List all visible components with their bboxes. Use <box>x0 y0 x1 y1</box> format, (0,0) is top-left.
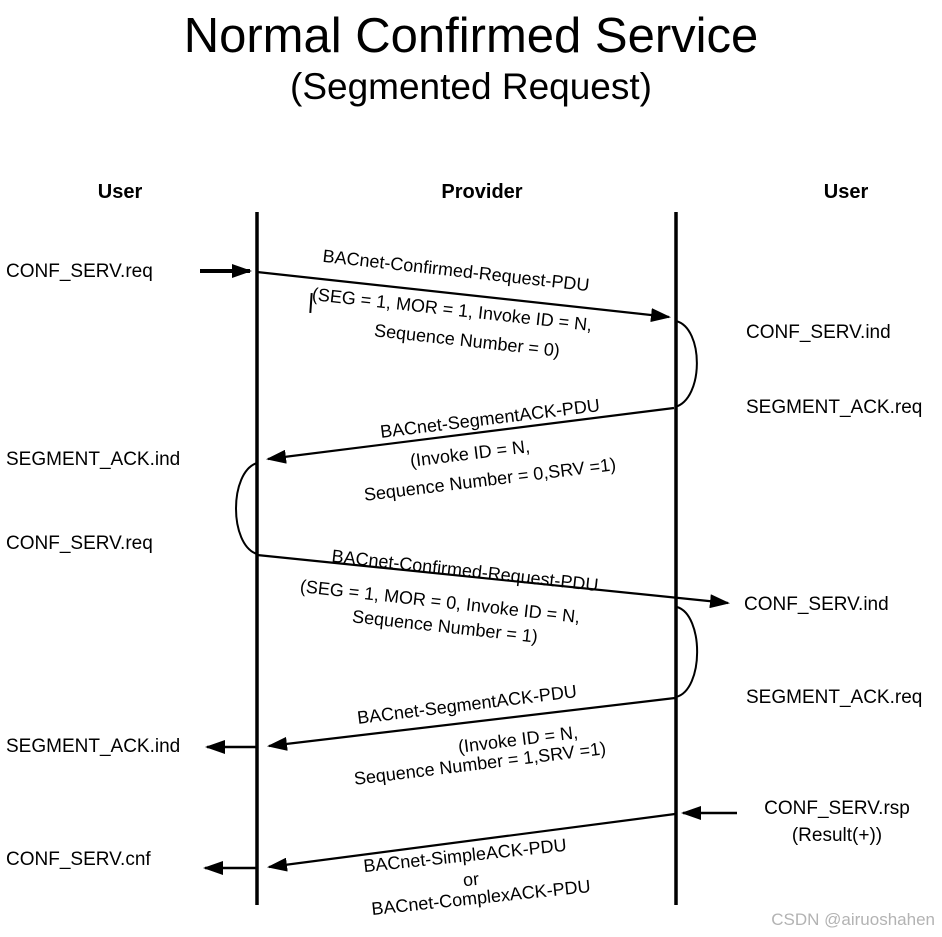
turnaround-loop-right-1 <box>674 320 698 408</box>
arrow-confirmed-request-2 <box>256 553 730 609</box>
column-header-provider: Provider <box>441 181 523 203</box>
arrow-simple-ack <box>267 812 676 872</box>
right-event-conf-serv-rsp: CONF_SERV.rsp <box>764 798 910 819</box>
watermark-text: CSDN @airuoshahen <box>771 910 935 929</box>
column-header-user-right: User <box>823 181 869 203</box>
arrow-confirmed-request-1 <box>256 270 671 323</box>
right-event-segment-ack-req-2: SEGMENT_ACK.req <box>746 687 923 708</box>
left-event-segment-ack-ind-1: SEGMENT_ACK.ind <box>6 449 181 470</box>
arrow-segment-ack-1 <box>266 406 675 464</box>
turnaround-loop-right-2 <box>675 606 699 698</box>
page-title: Normal Confirmed Service <box>183 9 759 63</box>
left-event-conf-serv-req-1: CONF_SERV.req <box>6 261 153 282</box>
left-event-conf-serv-cnf: CONF_SERV.cnf <box>6 849 151 870</box>
arrow-segment-ack-2 <box>267 696 676 751</box>
right-event-result-detail: (Result(+)) <box>791 825 883 846</box>
right-event-conf-serv-ind-2: CONF_SERV.ind <box>744 594 889 615</box>
turnaround-loop-left-1 <box>235 462 258 555</box>
left-event-conf-serv-req-2: CONF_SERV.req <box>6 533 153 554</box>
column-header-user-left: User <box>97 181 143 203</box>
left-event-segment-ack-ind-2: SEGMENT_ACK.ind <box>6 736 181 757</box>
right-event-conf-serv-rsp-block: CONF_SERV.rsp (Result(+)) <box>752 795 922 849</box>
right-event-conf-serv-ind-1: CONF_SERV.ind <box>746 322 891 343</box>
page-subtitle: (Segmented Request) <box>290 66 652 107</box>
right-event-segment-ack-req-1: SEGMENT_ACK.req <box>746 397 923 418</box>
